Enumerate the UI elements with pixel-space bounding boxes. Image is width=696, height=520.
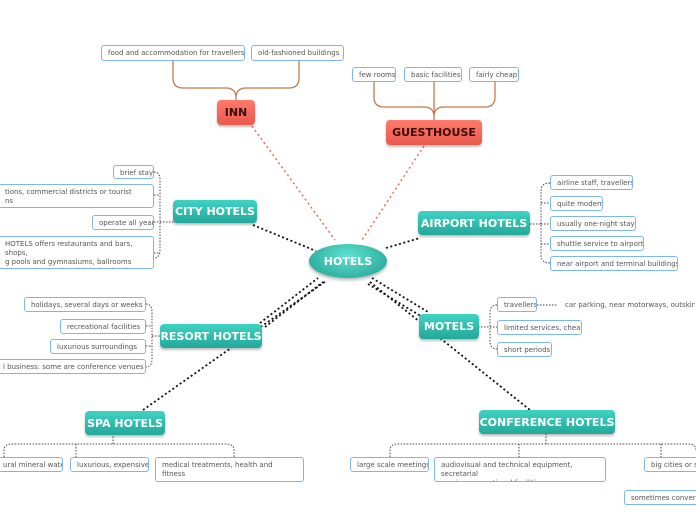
guesthouse-bracket <box>373 81 496 120</box>
inn-leaf-food[interactable]: food and accommodation for travellers <box>101 45 245 61</box>
resort-link-b <box>264 281 324 328</box>
resort-leaf-holidays[interactable]: holidays, several days or weeks <box>24 297 146 312</box>
airport-hotels-node[interactable]: AIRPORT HOTELS <box>418 211 530 235</box>
guesthouse-leaf-cheap[interactable]: fairly cheap <box>469 67 519 82</box>
city-leaf-locations[interactable]: tions, commercial districts or tourist n… <box>0 184 154 208</box>
airport-leaf-near-airport[interactable]: near airport and terminal buildings <box>550 256 678 271</box>
motels-node[interactable]: MOTELS <box>419 314 479 339</box>
inn-node[interactable]: INN <box>217 100 255 125</box>
airport-leaf-one-night[interactable]: usually one-night stays <box>550 216 636 231</box>
city-leaf-operate-all-year[interactable]: operate all year <box>92 215 154 230</box>
motels-bracket <box>478 304 558 350</box>
city-link <box>252 224 317 252</box>
motels-leaf-limited[interactable]: limited services, cheap <box>497 320 582 335</box>
conference-hotels-node[interactable]: CONFERENCE HOTELS <box>479 410 615 434</box>
spa-hotels-node[interactable]: SPA HOTELS <box>85 411 165 435</box>
airport-leaf-shuttle[interactable]: shuttle service to airport <box>550 236 644 251</box>
city-bracket <box>153 171 175 259</box>
motels-link-a <box>371 277 429 313</box>
airport-link <box>385 237 421 249</box>
city-leaf-facilities[interactable]: HOTELS offers restaurants and bars, shop… <box>0 236 154 269</box>
airport-leaf-staff[interactable]: airline staff, travellers <box>550 175 633 190</box>
airport-leaf-modern[interactable]: quite modern <box>550 196 603 211</box>
city-hotels-node[interactable]: CITY HOTELS <box>173 200 257 223</box>
motels-leaf-car-parking[interactable]: car parking, near motorways, outskirts <box>558 297 696 312</box>
motels-link-b <box>367 283 425 319</box>
conference-bracket <box>389 433 696 457</box>
guesthouse-link <box>361 145 425 241</box>
motels-leaf-travellers[interactable]: travellers <box>497 297 537 312</box>
resort-bracket <box>145 303 162 368</box>
spa-leaf-luxurious[interactable]: luxurious, expensive <box>70 457 149 472</box>
spa-bracket <box>3 433 235 457</box>
conference-leaf-large-meetings[interactable]: large scale meetings <box>350 457 429 472</box>
resort-leaf-business[interactable]: l business: some are conference venues <box>0 359 146 374</box>
conference-leaf-big-cities[interactable]: big cities or se <box>644 457 696 472</box>
city-leaf-brief-stay[interactable]: brief stay <box>113 165 154 179</box>
resort-leaf-recreational[interactable]: recreational facilities <box>60 319 146 334</box>
guesthouse-leaf-few-rooms[interactable]: few rooms <box>352 67 396 82</box>
hotels-center-node[interactable]: HOTELS <box>309 244 387 278</box>
guesthouse-node[interactable]: GUESTHOUSE <box>386 120 482 145</box>
motels-leaf-short-periods[interactable]: short periods <box>497 342 552 357</box>
guesthouse-leaf-basic[interactable]: basic facilities <box>404 67 462 82</box>
inn-leaf-old-buildings[interactable]: old-fashioned buildings <box>251 45 344 61</box>
conference-leaf-conversions[interactable]: sometimes conversi <box>624 490 696 505</box>
resort-leaf-luxurious[interactable]: luxurious surroundings <box>50 339 146 354</box>
conference-leaf-audiovisual[interactable]: audiovisual and technical equipment, sec… <box>434 457 606 482</box>
resort-hotels-node[interactable]: RESORT HOTELS <box>160 324 262 348</box>
inn-link <box>251 125 336 241</box>
spa-leaf-mineral-water[interactable]: ural mineral water <box>0 457 63 472</box>
spa-link <box>142 280 327 411</box>
resort-link-a <box>259 277 319 324</box>
airport-bracket <box>530 182 551 264</box>
inn-bracket <box>172 60 300 100</box>
spa-leaf-medical[interactable]: medical treatments, health and fitness p… <box>155 457 304 482</box>
